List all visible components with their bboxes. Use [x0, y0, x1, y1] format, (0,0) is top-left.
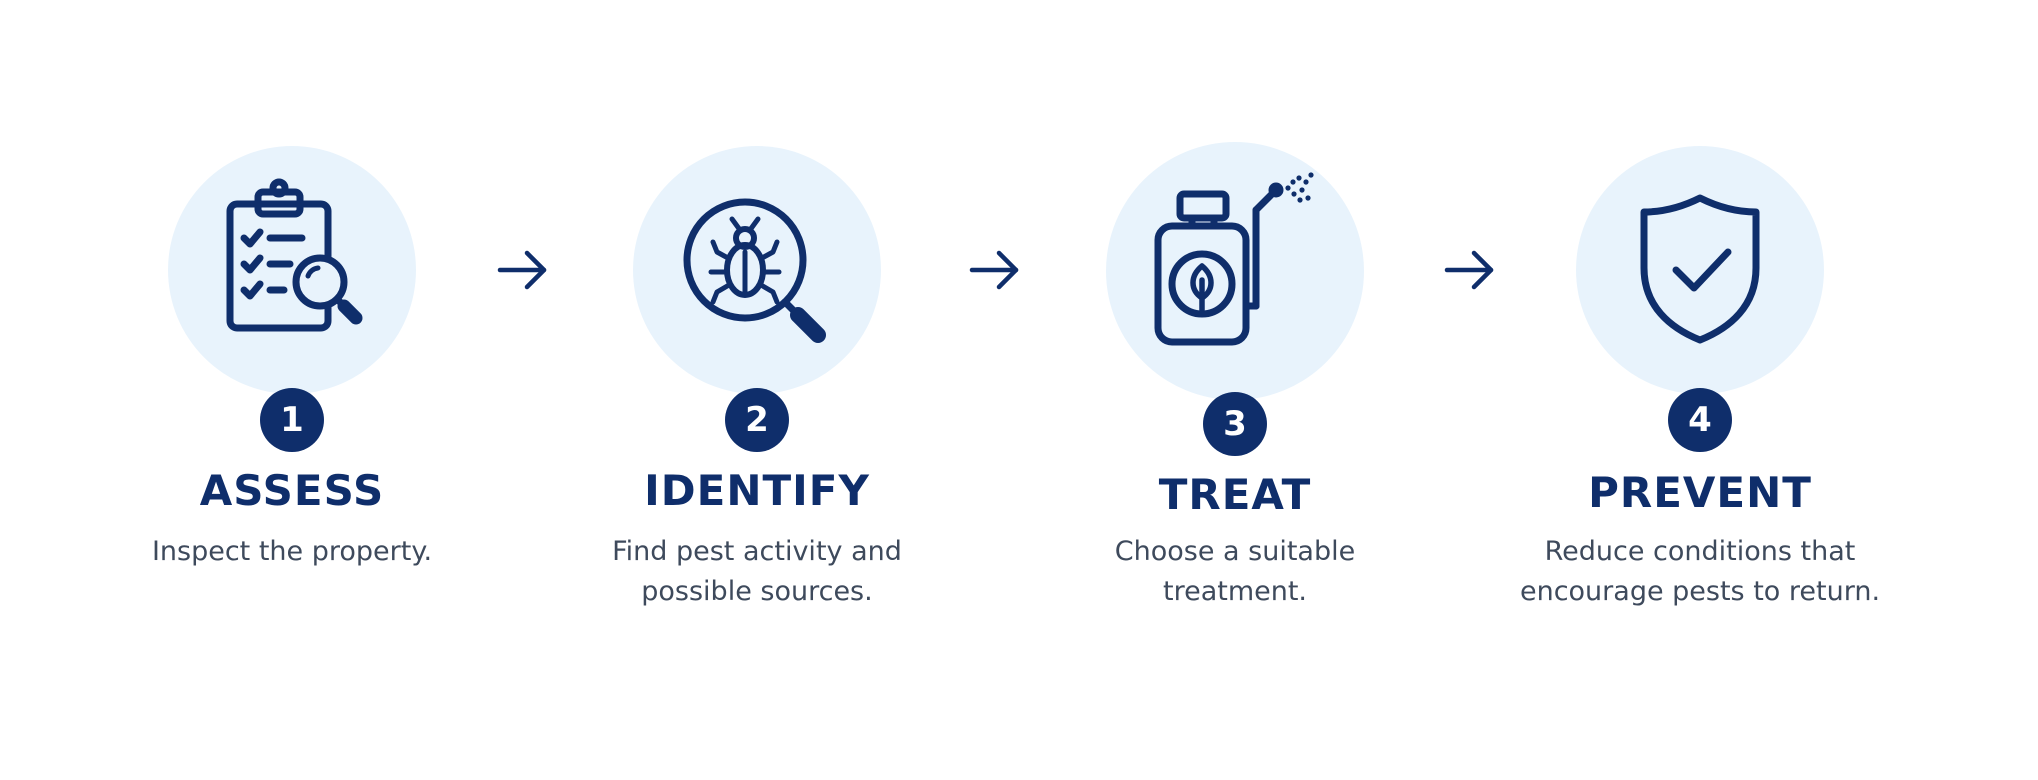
icon-circle: [1106, 142, 1364, 400]
bug-magnifier-icon: [683, 198, 826, 343]
step-description: Find pest activity and possible sources.: [612, 536, 902, 607]
arrow-right-icon: [969, 250, 1019, 290]
step-description: Reduce conditions that encourage pests t…: [1519, 536, 1881, 607]
arrow-right-icon: [1444, 250, 1494, 290]
step-number-badge: 3: [1203, 392, 1267, 456]
icon-circle: [168, 146, 416, 394]
step-title: IDENTIFY: [644, 466, 870, 515]
step-title: TREAT: [1158, 470, 1312, 519]
arrow-right-icon: [497, 250, 547, 290]
icon-circle: [633, 146, 881, 394]
sprayer-bottle-leaf-icon: [1154, 172, 1314, 346]
step-prevent: 4 PREVENT Reduce conditions that encoura…: [1480, 0, 1920, 780]
step-number-badge: 2: [725, 388, 789, 452]
step-assess: 1 ASSESS Inspect the property.: [72, 0, 512, 780]
step-number-badge: 4: [1668, 388, 1732, 452]
clipboard-checklist-magnifier-icon: [226, 178, 363, 332]
step-title: PREVENT: [1588, 468, 1812, 517]
step-description: Inspect the property.: [151, 536, 433, 567]
icon-circle: [1576, 146, 1824, 394]
step-treat: 3 TREAT Choose a suitable treatment.: [1015, 0, 1455, 780]
step-number-badge: 1: [260, 388, 324, 452]
step-description: Choose a suitable treatment.: [1114, 536, 1356, 607]
step-title: ASSESS: [199, 466, 385, 515]
shield-check-icon: [1640, 194, 1760, 344]
step-identify: 2 IDENTIFY Find pest activity and possib…: [537, 0, 977, 780]
